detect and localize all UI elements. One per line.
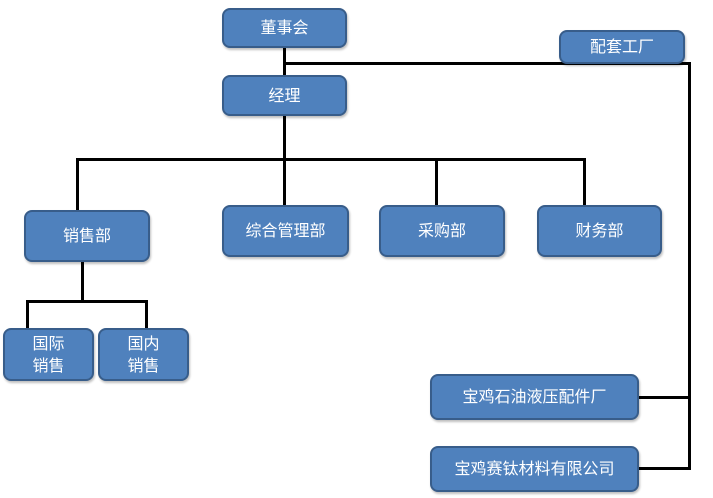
node-hydraulic-factory-label: 宝鸡石油液压配件厂 <box>462 387 607 406</box>
node-hydraulic-factory: 宝鸡石油液压配件厂 <box>430 374 639 420</box>
connector-departments-horizontal <box>76 158 586 161</box>
connector-manager-down <box>283 115 286 161</box>
node-general-mgmt: 综合管理部 <box>222 205 349 257</box>
node-titanium-company-label: 宝鸡赛钛材料有限公司 <box>454 459 615 478</box>
node-board: 董事会 <box>222 8 347 48</box>
node-domestic-sales-label: 国内 销售 <box>127 333 160 375</box>
node-sales-label: 销售部 <box>62 226 111 245</box>
connector-intl-sales-vertical <box>26 300 29 330</box>
node-manager: 经理 <box>222 75 347 116</box>
node-purchasing: 采购部 <box>379 205 505 257</box>
node-sales: 销售部 <box>24 210 150 262</box>
connector-sales-subteams-horizontal <box>26 300 148 303</box>
connector-board-horizontal <box>283 62 691 65</box>
node-general-mgmt-label: 综合管理部 <box>245 221 326 240</box>
node-finance-label: 财务部 <box>575 221 624 240</box>
connector-hydraulic-factory <box>637 396 691 399</box>
connector-titanium-company <box>637 467 691 470</box>
connector-sales-vertical <box>76 158 79 212</box>
node-intl-sales-label: 国际 销售 <box>32 333 65 375</box>
connector-right-vertical <box>688 62 691 470</box>
connector-purchasing-vertical <box>435 158 438 206</box>
node-board-label: 董事会 <box>260 18 309 37</box>
connector-board-manager <box>283 46 286 76</box>
connector-domestic-sales-vertical <box>145 300 148 330</box>
node-finance: 财务部 <box>537 205 662 257</box>
node-domestic-sales: 国内 销售 <box>98 328 189 381</box>
node-intl-sales: 国际 销售 <box>3 328 94 381</box>
node-supporting-factory-label: 配套工厂 <box>589 37 654 56</box>
node-purchasing-label: 采购部 <box>417 221 466 240</box>
node-titanium-company: 宝鸡赛钛材料有限公司 <box>430 446 639 492</box>
node-manager-label: 经理 <box>268 85 301 105</box>
node-supporting-factory: 配套工厂 <box>559 30 685 64</box>
connector-finance-vertical <box>583 158 586 206</box>
connector-sales-down <box>81 260 84 303</box>
connector-general-mgmt-vertical <box>283 158 286 206</box>
